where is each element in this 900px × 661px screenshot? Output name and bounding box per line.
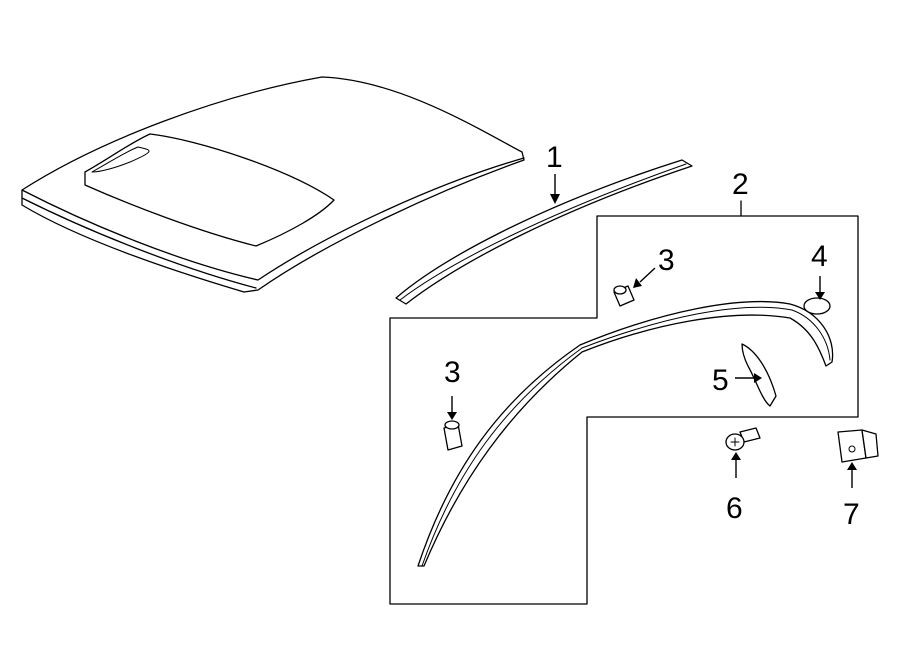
end-cap — [803, 297, 831, 315]
screw — [725, 427, 761, 451]
leader-arrows — [447, 174, 857, 488]
callout-6: 6 — [726, 492, 743, 525]
callout-2: 2 — [732, 168, 749, 201]
clip-lower — [443, 420, 463, 451]
clip-upper — [613, 285, 635, 307]
callout-3-upper: 3 — [658, 244, 675, 277]
roof-panel — [21, 76, 525, 293]
roof-molding-strip — [395, 159, 693, 305]
callout-7: 7 — [843, 498, 860, 531]
part-2-box — [389, 200, 859, 605]
callout-3-lower: 3 — [444, 356, 461, 389]
trim-piece — [741, 343, 777, 407]
callout-1: 1 — [546, 141, 563, 174]
callout-5: 5 — [712, 364, 729, 397]
callout-4: 4 — [811, 240, 828, 273]
side-molding — [417, 300, 834, 567]
nut-clip — [837, 429, 879, 463]
